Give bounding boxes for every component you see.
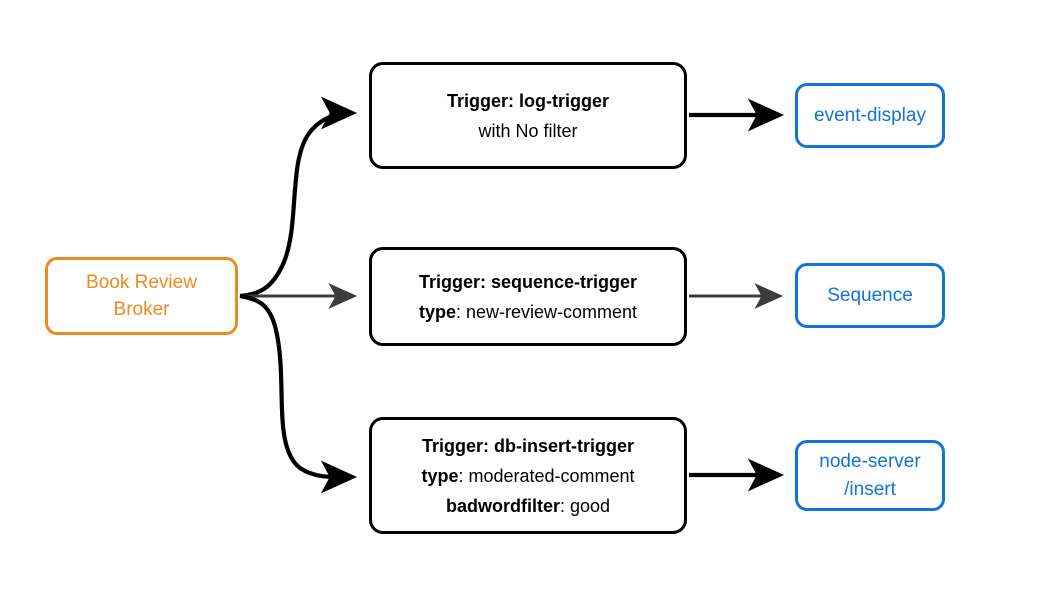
node-sink-node-server-insert[interactable]: node-server /insert [795,440,945,511]
trigger-title-text: Trigger: sequence-trigger [418,271,638,292]
broker-label-line2: Broker [113,299,170,320]
trigger-title: Trigger: log-trigger [447,86,609,116]
node-sink-sequence[interactable]: Sequence [795,263,945,328]
trigger-detail-value: : moderated-comment [458,465,635,486]
trigger-detail-key: type [418,301,456,322]
trigger-title-text: Trigger: db-insert-trigger [421,435,634,456]
node-trigger-log-trigger[interactable]: Trigger: log-trigger with No filter [369,62,687,169]
trigger-detail-line: type: moderated-comment [421,461,634,491]
node-sink-event-display[interactable]: event-display [795,83,945,148]
trigger-filter-value: : good [559,495,611,516]
trigger-detail-value: : new-review-comment [455,301,638,322]
trigger-detail-line: type: new-review-comment [419,297,637,327]
trigger-detail-line-2: badwordfilter: good [446,491,610,521]
trigger-detail-key: type [421,465,459,486]
trigger-title: Trigger: sequence-trigger [419,267,637,297]
trigger-filter-key: badwordfilter [445,495,560,516]
sink-label-line2: /insert [844,478,896,500]
node-book-review-broker[interactable]: Book Review Broker [45,257,238,335]
edge-broker-to-log-trigger [239,96,358,299]
sink-label: event-display [814,104,926,126]
sink-label: Sequence [827,284,913,306]
broker-label-line1: Book Review [86,272,197,293]
trigger-title: Trigger: db-insert-trigger [422,431,634,461]
edge-broker-to-db-insert-trigger [239,293,358,494]
trigger-detail-value: with No filter [478,120,578,141]
node-trigger-sequence-trigger[interactable]: Trigger: sequence-trigger type: new-revi… [369,247,687,346]
node-trigger-db-insert-trigger[interactable]: Trigger: db-insert-trigger type: moderat… [369,417,687,534]
trigger-title-text: Trigger: log-trigger [447,90,609,111]
sink-label-line1: node-server [819,450,921,472]
trigger-detail-line: with No filter [478,116,577,146]
